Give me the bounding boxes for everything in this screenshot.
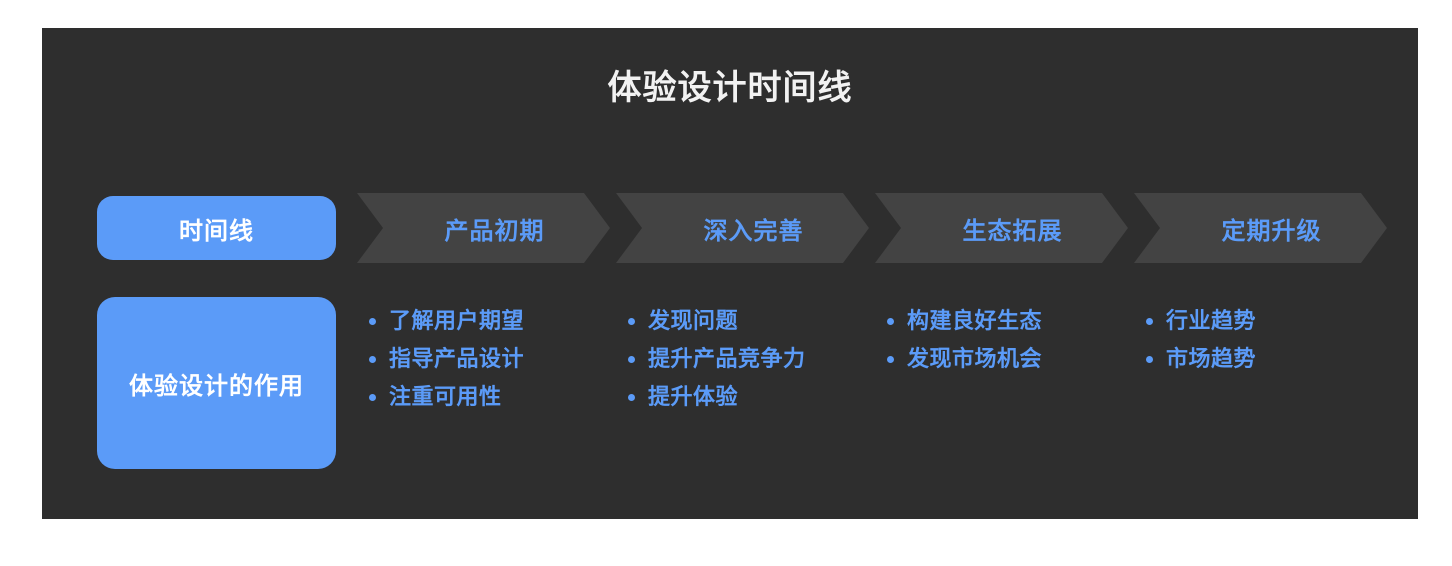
- list-item-label: 行业趋势: [1166, 308, 1257, 333]
- bullet-dot-icon: [1146, 318, 1153, 325]
- bullet-dot-icon: [628, 356, 635, 363]
- phase-chevron-4[interactable]: 定期升级: [1134, 193, 1387, 263]
- list-item-label: 指导产品设计: [389, 346, 525, 371]
- phase-2-bullet-list: 发现问题 提升产品竞争力 提升体验: [628, 307, 873, 411]
- phase-chevron-1-label: 产品初期: [444, 217, 545, 245]
- phase-chevron-2[interactable]: 深入完善: [616, 193, 869, 263]
- list-item: 提升产品竞争力: [628, 345, 873, 373]
- list-item: 注重可用性: [369, 383, 614, 411]
- row-label-timeline-text: 时间线: [179, 217, 254, 245]
- page-title: 体验设计时间线: [607, 69, 853, 107]
- phase-chevron-3[interactable]: 生态拓展: [875, 193, 1128, 263]
- bullet-dot-icon: [887, 318, 894, 325]
- list-item: 构建良好生态: [887, 307, 1132, 335]
- row-label-timeline: 时间线: [97, 196, 336, 260]
- row-label-role-text: 体验设计的作用: [129, 372, 304, 400]
- bullet-dot-icon: [628, 394, 635, 401]
- phase-chevron-4-label: 定期升级: [1221, 217, 1322, 245]
- list-item-label: 了解用户期望: [389, 308, 525, 333]
- list-item-label: 构建良好生态: [907, 308, 1043, 333]
- list-item-label: 注重可用性: [389, 384, 502, 409]
- bullet-dot-icon: [369, 356, 376, 363]
- phase-chevron-2-label: 深入完善: [703, 217, 804, 245]
- timeline-panel: 体验设计时间线 时间线 产品初期 深入完善 生态拓展 定期升级 体验设计的作用: [42, 28, 1418, 519]
- list-item: 了解用户期望: [369, 307, 614, 335]
- list-item: 提升体验: [628, 383, 873, 411]
- row-label-role: 体验设计的作用: [97, 297, 336, 469]
- list-item-label: 提升产品竞争力: [648, 346, 806, 371]
- phase-4-bullet-list: 行业趋势 市场趋势: [1146, 307, 1391, 373]
- list-item-label: 提升体验: [648, 384, 739, 409]
- bullet-dot-icon: [628, 318, 635, 325]
- list-item-label: 发现问题: [648, 308, 739, 333]
- phase-3-bullet-list: 构建良好生态 发现市场机会: [887, 307, 1132, 373]
- phase-content-row: 体验设计的作用 了解用户期望 指导产品设计 注重可用性: [97, 297, 1377, 477]
- bullet-dot-icon: [369, 394, 376, 401]
- list-item-label: 市场趋势: [1166, 346, 1257, 371]
- list-item: 市场趋势: [1146, 345, 1391, 373]
- list-item: 发现问题: [628, 307, 873, 335]
- phase-chevron-1[interactable]: 产品初期: [357, 193, 610, 263]
- bullet-dot-icon: [1146, 356, 1153, 363]
- list-item: 指导产品设计: [369, 345, 614, 373]
- phase-header-row: 时间线 产品初期 深入完善 生态拓展 定期升级: [97, 193, 1377, 263]
- bullet-dot-icon: [887, 356, 894, 363]
- phase-1-bullet-list: 了解用户期望 指导产品设计 注重可用性: [369, 307, 614, 411]
- bullet-dot-icon: [369, 318, 376, 325]
- list-item: 行业趋势: [1146, 307, 1391, 335]
- list-item: 发现市场机会: [887, 345, 1132, 373]
- list-item-label: 发现市场机会: [907, 346, 1043, 371]
- phase-chevron-3-label: 生态拓展: [962, 217, 1063, 245]
